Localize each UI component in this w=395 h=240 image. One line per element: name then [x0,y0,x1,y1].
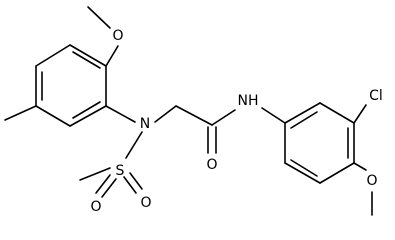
bond-ring2-o [353,162,367,171]
atom-cl: Cl [369,88,383,104]
bond-ch2-co [175,105,213,126]
bond-so-left-1 [95,174,111,194]
bond-n-s [125,131,143,159]
atom-o-sulfonyl-right: O [140,195,151,211]
bond-so-right-2 [129,172,143,190]
bond-n-ch2 [154,105,177,123]
atom-nh-amide: NH [238,93,259,109]
bond-ring2-cl [353,104,367,124]
atom-o-methoxy-top: O [112,28,123,44]
bond-ring1-inner-2 [72,101,101,119]
atom-s-sulfonyl: S [116,163,125,179]
bond-ring2-a [284,102,321,124]
atom-o-carbonyl: O [206,157,217,173]
bond-so-left-2 [101,178,117,198]
bond-co-nh [211,109,236,126]
atom-layer: O N S O O O NH Cl O [90,28,382,215]
bond-nh-ring2 [261,107,286,124]
bond-ring1-inner-1 [72,51,101,69]
bond-o-ch3-top [87,6,111,29]
bond-so-right-1 [123,176,137,194]
atom-o-sulfonyl-left: O [90,199,101,215]
bond-ring1-d [35,105,71,127]
bond-ring1-n [105,105,136,123]
bond-s-ch3 [79,167,111,181]
bond-ring2-b [319,102,355,124]
bond-ring2-d [319,162,355,184]
bond-ring1-c [69,105,107,127]
bond-methyl [4,105,37,121]
atom-n-sulfonamide: N [140,116,150,132]
bond-ring1-f [35,44,71,67]
bond-ring2-e [284,162,321,184]
bond-ring2-inner-1 [290,111,318,129]
molecule-structure: O N S O O O NH Cl O [4,6,383,216]
bond-ring2-inner-3 [290,159,318,177]
atom-o-methoxy-right: O [366,173,377,189]
bond-ring1-o [105,45,119,67]
bond-layer [4,6,373,216]
bond-ring1-a [69,44,107,67]
